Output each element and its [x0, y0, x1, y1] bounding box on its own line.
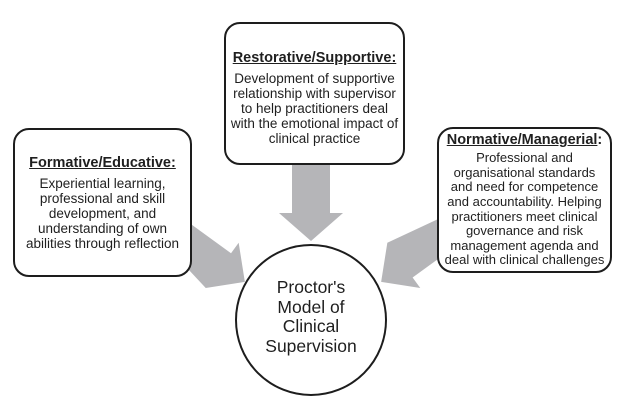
box-restorative-body: Development of supportive relationship w…	[230, 70, 399, 146]
box-formative-body: Experiential learning, professional and …	[25, 175, 180, 251]
box-normative-title-suffix: :	[597, 132, 603, 149]
arrow-down-icon	[279, 160, 343, 241]
box-normative-title: Normative/Managerial:	[447, 132, 603, 149]
box-normative-managerial: Normative/Managerial: Professional and o…	[437, 127, 612, 273]
box-normative-title-text: Normative/Managerial	[446, 132, 598, 149]
box-formative-title: Formative/Educative:	[29, 155, 176, 172]
box-restorative-supportive: Restorative/Supportive: Development of s…	[224, 22, 405, 165]
box-formative-title-text: Formative/Educative:	[29, 154, 176, 171]
box-restorative-title-text: Restorative/Supportive:	[232, 49, 397, 66]
box-normative-body: Professional and organisational standard…	[444, 150, 605, 268]
center-circle: Proctor's Model of Clinical Supervision	[235, 244, 387, 396]
center-circle-label: Proctor's Model of Clinical Supervision	[265, 277, 357, 356]
box-formative-educative: Formative/Educative: Experiential learni…	[13, 128, 192, 277]
box-restorative-title: Restorative/Supportive:	[233, 50, 397, 67]
